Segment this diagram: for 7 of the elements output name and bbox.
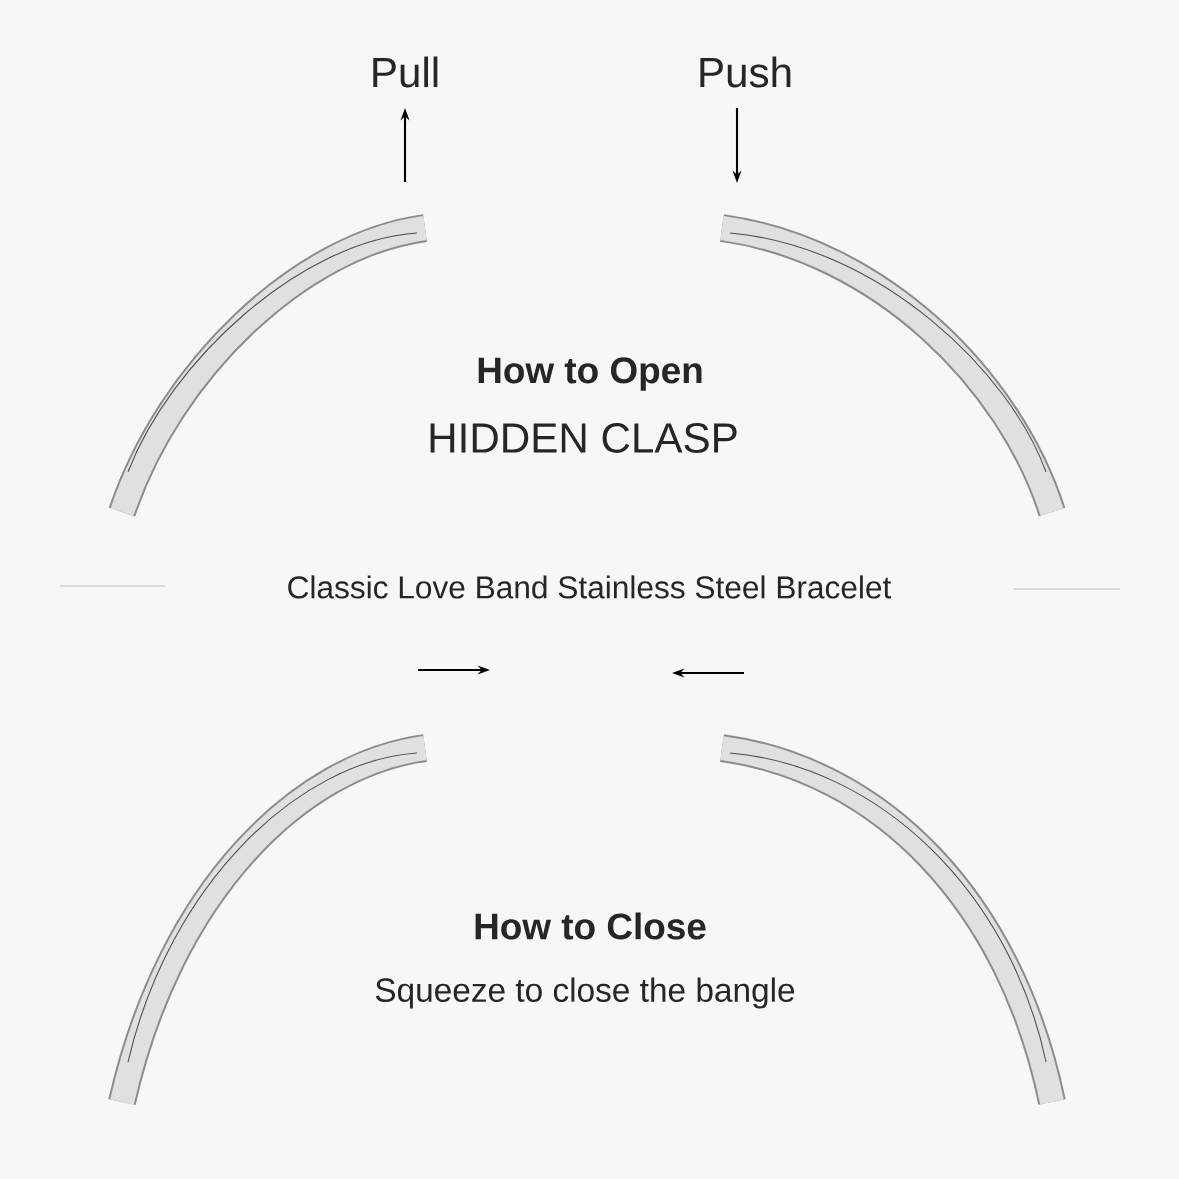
action-label: Push xyxy=(700,56,791,88)
subheading: HIDDEN CLASP xyxy=(430,423,737,453)
heading: How to Close xyxy=(475,912,706,940)
action-label: Pull xyxy=(373,56,438,88)
heading: How to Open xyxy=(478,357,702,391)
instruction-text: Squeeze to close the bangle xyxy=(375,977,795,1009)
product-title: Classic Love Band Stainless Steel Bracelet xyxy=(288,575,892,599)
